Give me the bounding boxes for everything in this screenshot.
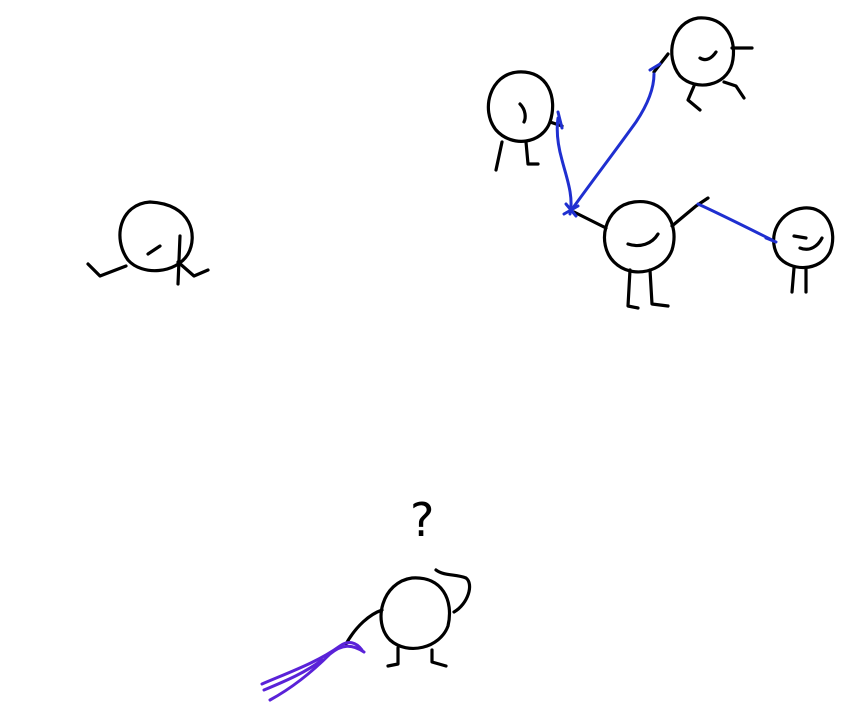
string-figure-d-hook: [764, 236, 778, 244]
question-mark: ?: [410, 493, 434, 547]
confused-figure-right-arm: [434, 568, 472, 614]
center-figure-face: [626, 232, 660, 248]
figure-b-face: [698, 50, 718, 62]
figure-a-right-leg: [524, 140, 540, 166]
center-figure-left-arm: [572, 210, 608, 230]
figure-d-face: [798, 236, 824, 251]
figure-b-left-leg: [686, 84, 702, 112]
confused-figure-right-leg: [430, 648, 448, 668]
figure-d-eye: [792, 234, 808, 240]
confused-figure-head: [379, 576, 452, 650]
loose-string-3: [262, 658, 324, 692]
figure-b: [652, 16, 754, 112]
confused-figure-left-leg: [386, 646, 400, 668]
center-figure-left-leg: [626, 268, 640, 310]
connected-group: [486, 16, 835, 310]
center-figure-right-leg: [648, 268, 670, 308]
confused-figure: ?: [260, 493, 472, 702]
string-center-knot: [562, 202, 580, 218]
lonely-figure-left-arm: [86, 262, 128, 278]
lonely-figure-tail-mark: [176, 234, 182, 286]
string-center-to-figure-a: [555, 116, 573, 216]
string-figure-a-hook: [556, 110, 564, 130]
string-figure-b-hook: [648, 62, 662, 72]
center-figure-right-arm: [670, 196, 710, 228]
lonely-figure-head: [118, 200, 194, 273]
figure-a-face: [518, 102, 527, 124]
figure-d: [772, 206, 835, 294]
loose-string-2: [268, 644, 366, 702]
confused-figure-left-arm: [344, 608, 384, 646]
lonely-figure: [86, 200, 210, 286]
lonely-figure-face: [146, 244, 162, 256]
figure-a: [486, 70, 564, 172]
loose-string-1: [260, 641, 364, 686]
figure-a-left-leg: [494, 140, 504, 172]
figure-d-left-leg: [790, 266, 796, 294]
figure-b-head: [670, 16, 735, 87]
string-center-to-figure-b: [568, 72, 656, 214]
string-center-to-figure-d: [696, 202, 774, 242]
lonely-figure-right-arm: [176, 260, 210, 278]
center-figure: [572, 196, 710, 310]
center-figure-head: [603, 200, 676, 274]
figure-b-right-leg: [722, 80, 746, 100]
